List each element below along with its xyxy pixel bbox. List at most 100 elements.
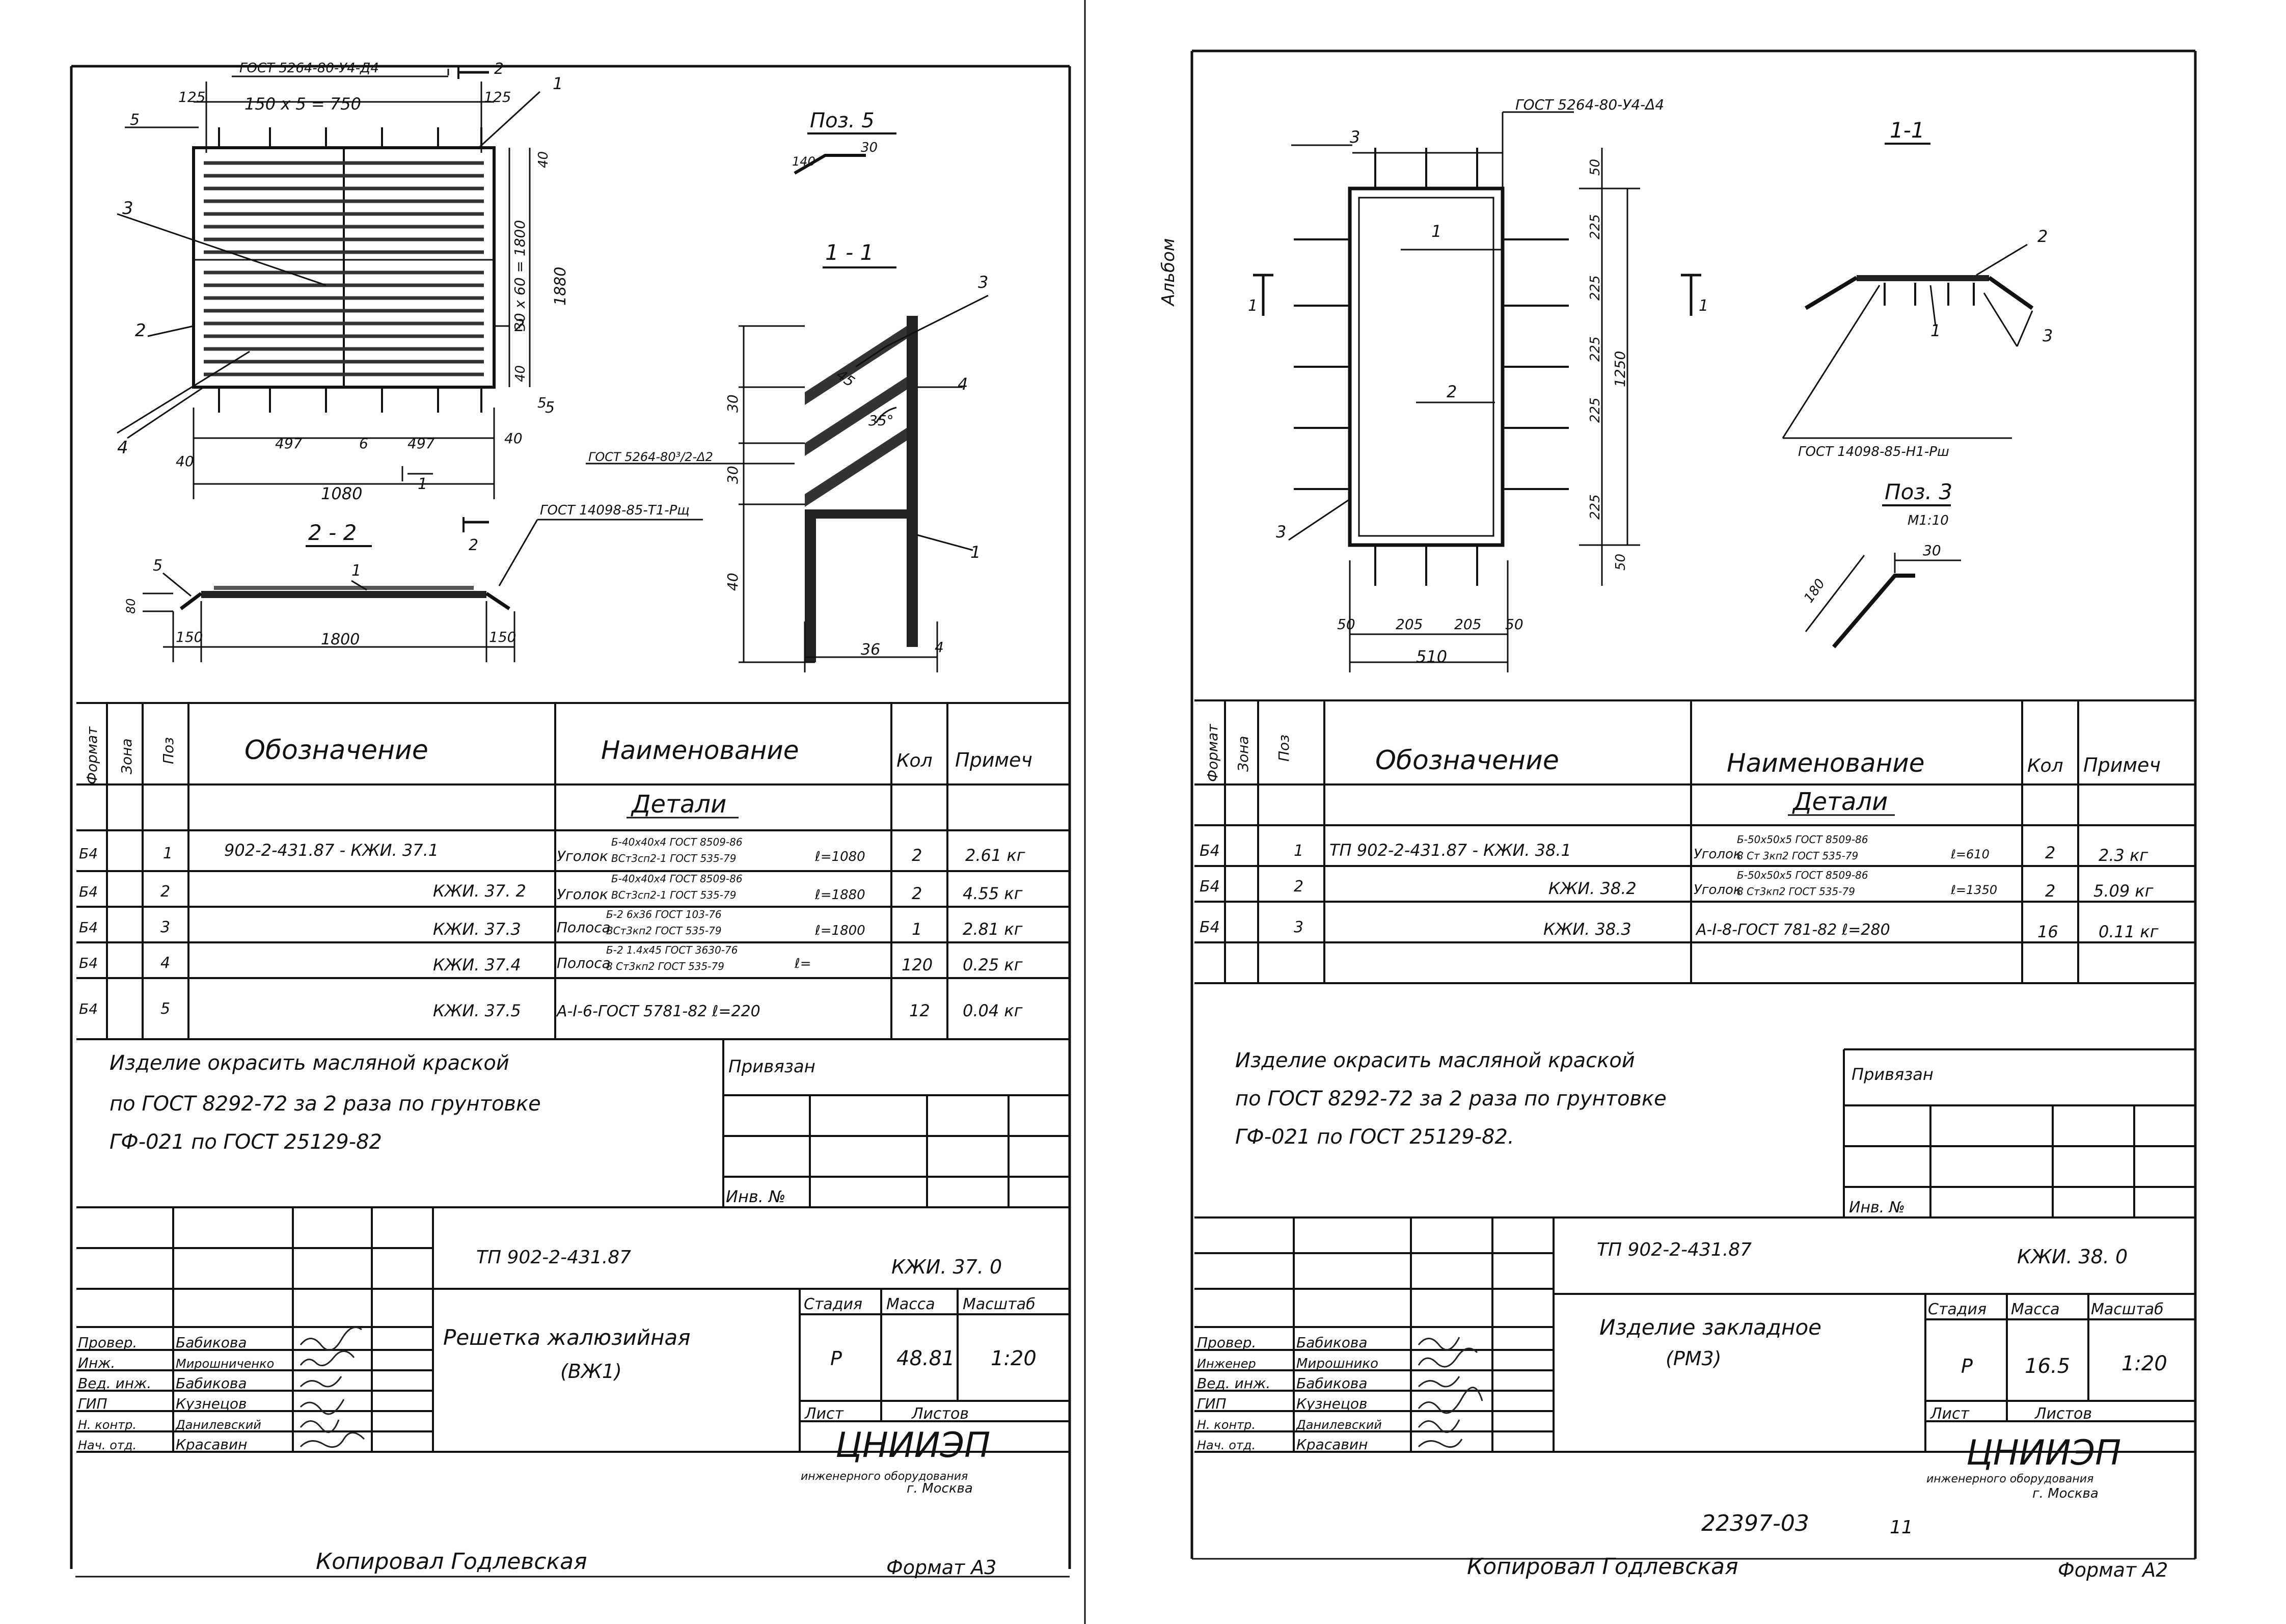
- left-h-designation: Обозначение: [244, 735, 428, 766]
- signer-role: Инженер: [1197, 1357, 1256, 1371]
- signer-role: Н. контр.: [78, 1418, 137, 1432]
- stamp-h-mass: Масса: [886, 1295, 935, 1313]
- cell-pos: 2: [1294, 878, 1303, 896]
- right-row-1: Б4 1 ТП 902-2-431.87 - КЖИ. 38.1 Уголок …: [1200, 833, 2148, 865]
- cell-pos: 1: [163, 845, 173, 862]
- right-h-format: Формат: [1204, 724, 1221, 782]
- linked-label: Привязан: [728, 1057, 815, 1077]
- cell-name-b: Б-2 6х36 ГОСТ 103-76: [606, 908, 722, 921]
- dim-225-2: 225: [1588, 275, 1603, 301]
- dim-225-3: 225: [1588, 336, 1603, 362]
- cell-name-a: Полоса: [557, 955, 611, 971]
- cell-designation: ТП 902-2-431.87 - КЖИ. 38.1: [1329, 841, 1571, 860]
- signer-role: ГИП: [78, 1395, 107, 1412]
- cell-designation: КЖИ. 38.2: [1548, 879, 1637, 898]
- dim-40-left: 40: [176, 453, 194, 470]
- left-notes: Изделие окрасить масляной краской по ГОС…: [110, 1051, 541, 1154]
- signer-name: Красавин: [176, 1436, 247, 1453]
- cell-pos: 3: [160, 918, 170, 936]
- dim-225-4: 225: [1588, 397, 1603, 423]
- cell-name-d: ℓ=1880: [814, 887, 865, 903]
- dim-1080: 1080: [321, 484, 362, 503]
- signer-name: Кузнецов: [1296, 1395, 1368, 1412]
- left-row-4: Б4 4 КЖИ. 37.4 Полоса Б-2 1.4х45 ГОСТ 36…: [79, 944, 1023, 975]
- signer-role: Нач. отд.: [78, 1438, 137, 1452]
- stamp-sheet: Лист: [804, 1405, 845, 1423]
- dim-225-1: 225: [1588, 214, 1603, 239]
- cell-name-b: Б-40х40х4 ГОСТ 8509-86: [611, 836, 743, 848]
- signer-name: Бабикова: [1296, 1334, 1368, 1351]
- right-h-zone: Зона: [1235, 736, 1251, 772]
- dim-50-top: 50: [1588, 159, 1603, 176]
- cell-format: Б4: [79, 919, 98, 936]
- right-copied-by: Копировал Годлевская: [1467, 1554, 1738, 1580]
- signer-role: Провер.: [78, 1334, 137, 1351]
- dim-510: 510: [1416, 647, 1447, 666]
- signer-role: Вед. инж.: [78, 1375, 151, 1392]
- stamp-h-mass: Масса: [2011, 1301, 2060, 1318]
- top-gost-label: ГОСТ 5264-80-У4-Д4: [239, 61, 379, 76]
- callout-3-top: 3: [1350, 127, 1360, 147]
- cell-designation: КЖИ. 38.3: [1543, 919, 1631, 939]
- section22-mark: 2: [469, 536, 478, 554]
- signatures-left: [300, 1327, 365, 1448]
- stamp-sheets: Листов: [911, 1405, 969, 1423]
- cell-pos: 3: [1294, 918, 1303, 936]
- right-spec-rows: Б4 1 ТП 902-2-431.87 - КЖИ. 38.1 Уголок …: [1200, 833, 2159, 941]
- left-h-note: Примеч: [955, 749, 1032, 771]
- note-line-1: Изделие окрасить масляной краской: [1235, 1049, 1635, 1072]
- right-h-name: Наименование: [1727, 748, 1925, 778]
- doc-number: 22397-03: [1701, 1510, 1809, 1536]
- section11-angle-35: 35°: [868, 412, 894, 429]
- signer-name: Бабикова: [176, 1334, 247, 1351]
- cell-format: Б4: [1200, 918, 1220, 936]
- stamp-h-stage: Стадия: [1928, 1301, 1986, 1318]
- dim-205-a: 205: [1396, 616, 1423, 633]
- stamp-h-scale: Масштаб: [963, 1295, 1036, 1313]
- pos3-detail: Поз. 3 М1:10 180 30: [1801, 479, 1961, 648]
- section11-dim-36: 36: [861, 641, 880, 659]
- stamp-project: ТП 902-2-431.87: [1597, 1239, 1752, 1260]
- signer-name: Мирошнико: [1296, 1356, 1378, 1371]
- cell-format: Б4: [1200, 878, 1220, 896]
- right-row-2: Б4 2 КЖИ. 38.2 Уголок Б-50х50х5 ГОСТ 850…: [1200, 869, 2154, 901]
- stamp-org: ЦНИИЭП: [835, 1425, 990, 1466]
- signer-role: Вед. инж.: [1197, 1375, 1270, 1392]
- left-row-5: Б4 5 КЖИ. 37.5 А-I-6-ГОСТ 5781-82 ℓ=220 …: [79, 1000, 1023, 1020]
- section-mark-1-right: 1: [1699, 297, 1708, 315]
- section22-gost: ГОСТ 14098-85-Т1-Рщ: [540, 503, 690, 518]
- signer-role: Провер.: [1197, 1334, 1256, 1351]
- left-h-pos: Поз: [160, 737, 177, 764]
- dim-50-bottom: 50: [1613, 554, 1628, 571]
- section11-dim-30b: 30: [724, 466, 741, 484]
- r-section11-callout-1: 1: [1930, 321, 1941, 340]
- dim-40-right: 40: [504, 430, 523, 447]
- stamp-org-2: инженерного оборудования: [1926, 1473, 2093, 1485]
- cell-name-c: ВСт3сп2-1 ГОСТ 535-79: [611, 852, 736, 864]
- cell-note: 0.04 кг: [963, 1001, 1023, 1020]
- pos3-scale: М1:10: [1908, 513, 1949, 528]
- left-h-format: Формат: [84, 726, 100, 784]
- left-sheet: ГОСТ 5264-80-У4-Д4 2 125 150 х 5 = 750 1…: [70, 60, 1071, 1579]
- pos3-dim-30: 30: [1923, 542, 1941, 559]
- cell-designation: КЖИ. 37. 2: [433, 881, 526, 901]
- left-h-name: Наименование: [601, 736, 799, 765]
- right-section-details: Детали: [1792, 788, 1888, 816]
- section-mark-1: 1: [418, 475, 427, 493]
- linked-label: Привязан: [1852, 1065, 1934, 1084]
- right-format: Формат А2: [2058, 1559, 2168, 1581]
- left-row-1: Б4 1 902-2-431.87 - КЖИ. 37.1 Уголок Б-4…: [79, 836, 1025, 865]
- left-h-qty: Кол: [896, 750, 933, 771]
- stamp-title: Решетка жалюзийная: [443, 1325, 691, 1350]
- signer-name: Бабикова: [1296, 1375, 1368, 1392]
- stamp-h-scale: Масштаб: [2091, 1301, 2164, 1318]
- cell-name-d: ℓ=1080: [814, 849, 865, 864]
- cell-qty: 2: [912, 846, 922, 865]
- cell-name-d: ℓ=1800: [814, 923, 865, 938]
- cell-format: Б4: [79, 845, 98, 862]
- stamp-org: ЦНИИЭП: [1966, 1433, 2121, 1473]
- cell-name-b: Б-40х40х4 ГОСТ 8509-86: [611, 873, 743, 885]
- dim-30x60: 30 х 60 = 1800: [511, 220, 528, 331]
- stamp-title: Изделие закладное: [1599, 1315, 1821, 1340]
